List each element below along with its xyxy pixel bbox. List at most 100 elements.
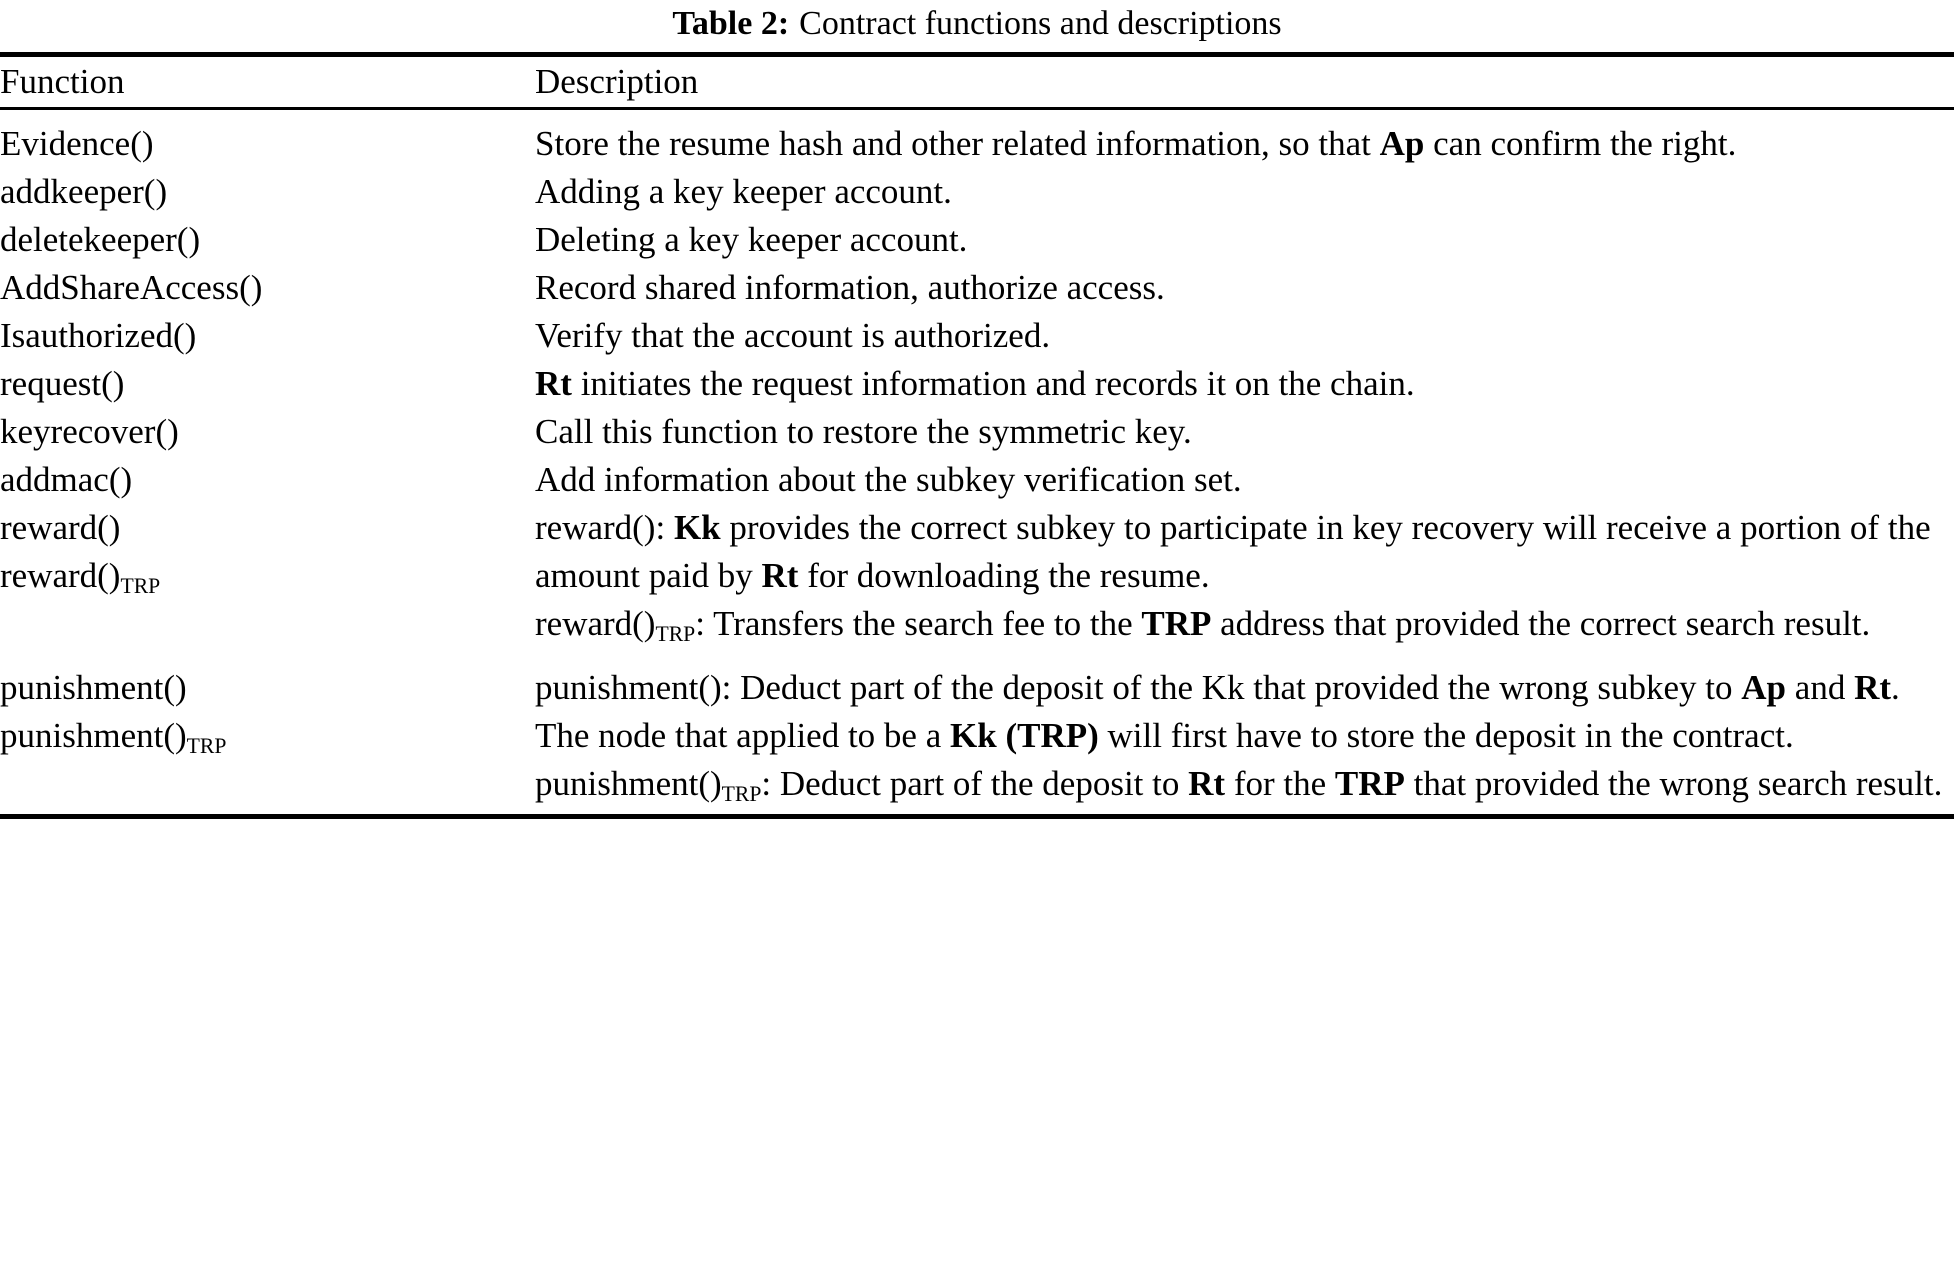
text-run: for downloading the resume. <box>798 556 1210 595</box>
text-run: : Transfers the search fee to the <box>695 604 1142 643</box>
contract-functions-table-body: Evidence() Store the resume hash and othe… <box>0 110 1954 808</box>
table-header-rule <box>0 107 1954 110</box>
cell-description: Call this function to restore the symmet… <box>535 408 1954 456</box>
text-run: address that provided the correct search… <box>1211 604 1871 643</box>
contract-functions-table: Function Description <box>0 57 1954 107</box>
cell-function: Isauthorized() <box>0 312 535 360</box>
description-paragraph: Rt initiates the request information and… <box>535 360 1954 408</box>
caption-label: Table 2: <box>672 5 790 42</box>
cell-function: addmac() <box>0 456 535 504</box>
text-run: . The node that applied to be a <box>535 668 1900 755</box>
subscript-trp: TRP <box>186 734 227 759</box>
cell-function: addkeeper() <box>0 168 535 216</box>
text-run: Call this function to restore the symmet… <box>535 412 1192 451</box>
text-run: Adding a key keeper account. <box>535 172 952 211</box>
text-run: that provided the wrong search result. <box>1404 764 1943 803</box>
cell-description: Rt initiates the request information and… <box>535 360 1954 408</box>
row-spacer-cell <box>0 648 535 664</box>
text-run: reward() <box>535 604 656 643</box>
cell-description: Deleting a key keeper account. <box>535 216 1954 264</box>
description-paragraph: Verify that the account is authorized. <box>535 312 1954 360</box>
subscript-trp: TRP <box>120 574 161 599</box>
function-name: Evidence() <box>0 124 154 163</box>
table-bottom-rule <box>0 814 1954 819</box>
function-name: request() <box>0 364 125 403</box>
emphasis-term: Rt <box>1188 764 1226 803</box>
subscript-trp: TRP <box>655 622 696 647</box>
cell-description: Record shared information, authorize acc… <box>535 264 1954 312</box>
emphasis-term: TRP <box>1141 604 1212 643</box>
emphasis-term: Rt <box>535 364 572 403</box>
cell-function: request() <box>0 360 535 408</box>
description-paragraph: reward(): Kk provides the correct subkey… <box>535 504 1954 600</box>
cell-function: keyrecover() <box>0 408 535 456</box>
emphasis-term: Ap <box>1741 668 1787 707</box>
table-row: addmac() Add information about the subkey… <box>0 456 1954 504</box>
description-paragraph: punishment(): Deduct part of the deposit… <box>535 664 1954 760</box>
table-row: keyrecover() Call this function to restor… <box>0 408 1954 456</box>
text-run: and <box>1786 668 1855 707</box>
emphasis-term: TRP <box>1334 764 1405 803</box>
cell-function: deletekeeper() <box>0 216 535 264</box>
row-spacer-cell <box>535 648 1954 664</box>
text-run: punishment(): Deduct part of the deposit… <box>535 668 1742 707</box>
function-name: punishment() <box>0 668 187 707</box>
table-row: deletekeeper() Deleting a key keeper acco… <box>0 216 1954 264</box>
text-run: reward(): <box>535 508 674 547</box>
table-header-row: Function Description <box>0 57 1954 107</box>
emphasis-term: Kk <box>673 508 721 547</box>
table-top-rule <box>0 52 1954 57</box>
cell-description: Add information about the subkey verific… <box>535 456 1954 504</box>
emphasis-term: Ap <box>1379 124 1425 163</box>
bottom-rule-wrap <box>0 808 1954 819</box>
description-paragraph: punishment()TRP: Deduct part of the depo… <box>535 760 1954 808</box>
text-run: : Deduct part of the deposit to <box>761 764 1189 803</box>
table-row: request() Rt initiates the request inform… <box>0 360 1954 408</box>
table-row: Evidence() Store the resume hash and othe… <box>0 110 1954 168</box>
cell-description: Store the resume hash and other related … <box>535 110 1954 168</box>
text-run: Store the resume hash and other related … <box>535 124 1380 163</box>
text-run: for the <box>1225 764 1335 803</box>
description-paragraph: Call this function to restore the symmet… <box>535 408 1954 456</box>
subscript-trp: TRP <box>721 782 762 807</box>
description-paragraph: Store the resume hash and other related … <box>535 120 1954 168</box>
text-run: Deleting a key keeper account. <box>535 220 968 259</box>
cell-description: Adding a key keeper account. <box>535 168 1954 216</box>
function-name: deletekeeper() <box>0 220 201 259</box>
table-row: addkeeper() Adding a key keeper account. <box>0 168 1954 216</box>
emphasis-term: Kk (TRP) <box>950 716 1099 755</box>
cell-description: punishment() : Deduct part of the deposit… <box>535 664 1954 808</box>
table-row: Isauthorized() Verify that the account is… <box>0 312 1954 360</box>
description-paragraph: Record shared information, authorize acc… <box>535 264 1954 312</box>
caption-text: Contract functions and descriptions <box>799 5 1282 42</box>
table-header: Function Description <box>0 57 1954 107</box>
cell-function: AddShareAccess() <box>0 264 535 312</box>
function-name: addkeeper() <box>0 172 168 211</box>
cell-function: reward()reward()TRP <box>0 504 535 648</box>
text-run: Add information about the subkey verific… <box>535 460 1242 499</box>
description-paragraph: Add information about the subkey verific… <box>535 456 1954 504</box>
column-header-description: Description <box>535 62 699 101</box>
text-run: Verify that the account is authorized. <box>535 316 1051 355</box>
function-name: addmac() <box>0 460 133 499</box>
table-row: AddShareAccess() Record shared informatio… <box>0 264 1954 312</box>
function-name: AddShareAccess() <box>0 268 263 307</box>
text-run: Record shared information, authorize acc… <box>535 268 1165 307</box>
cell-function: Evidence() <box>0 110 535 168</box>
row-spacer <box>0 648 1954 664</box>
column-header-function: Function <box>0 62 125 101</box>
function-name-variant: reward()TRP <box>0 556 161 599</box>
function-name-variant: punishment()TRP <box>0 716 227 759</box>
function-name: Isauthorized() <box>0 316 197 355</box>
cell-function: punishment() punishment()TRP <box>0 664 535 808</box>
description-paragraph: reward()TRP: Transfers the search fee to… <box>535 600 1954 648</box>
text-run: punishment() <box>535 764 722 803</box>
text-run: can confirm the right. <box>1424 124 1737 163</box>
text-run: initiates the request information and re… <box>571 364 1415 403</box>
emphasis-term: Rt <box>1854 668 1892 707</box>
function-name: keyrecover() <box>0 412 179 451</box>
text-run: provides the correct subkey to participa… <box>535 508 1931 595</box>
